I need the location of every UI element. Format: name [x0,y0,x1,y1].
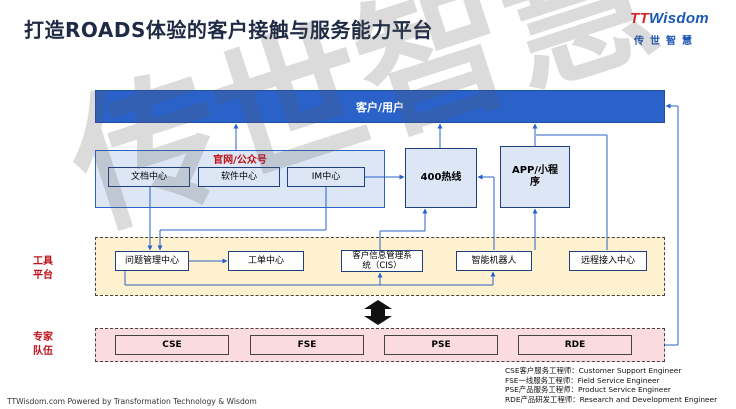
cis-box: 客户信息管理系 统（CIS） [341,250,423,272]
web-channel-caption: 官网/公众号 [213,155,267,166]
work-order-box: 工单中心 [228,251,304,271]
legend-item-rde: RDE产品研发工程师：Research and Development Engi… [505,395,718,405]
logo-text-cn: 传世智慧 [634,36,698,47]
expert-box-cse: CSE [115,335,229,355]
issue-mgmt-box: 问题管理中心 [115,251,189,271]
smart-robot-box: 智能机器人 [456,251,532,271]
logo-text-en: TTWisdom [630,10,709,27]
expert-team-label: 专家 队伍 [33,332,53,357]
expert-box-fse: FSE [250,335,364,355]
im-center-box: IM中心 [287,167,365,187]
double-arrow-icon [364,300,392,325]
remote-access-box: 远程接入中心 [569,251,647,271]
hotline-box: 400热线 [405,148,477,208]
legend-item-pse: PSE产品服务工程师：Product Service Engineer [505,385,671,395]
legend-item-fse: FSE一线服务工程师：Field Service Engineer [505,375,660,385]
expert-box-rde: RDE [518,335,632,355]
tool-platform-label: 工具 平台 [33,256,53,281]
legend-item-cse: CSE客户服务工程师：Customer Support Engineer [505,366,682,375]
customer-user-bar: 客户/用户 [95,90,665,123]
role-legend: CSE客户服务工程师：Customer Support Engineer FSE… [505,366,717,405]
footer-text: TTWisdom.com Powered by Transformation T… [7,397,257,406]
company-logo: TTWisdom 传世智慧 [630,10,720,50]
software-center-box: 软件中心 [198,167,280,187]
expert-box-pse: PSE [384,335,498,355]
app-miniprogram-box: APP/小程 序 [500,146,570,208]
page-title: 打造ROADS体验的客户接触与服务能力平台 [24,18,433,42]
doc-center-box: 文档中心 [108,167,190,187]
